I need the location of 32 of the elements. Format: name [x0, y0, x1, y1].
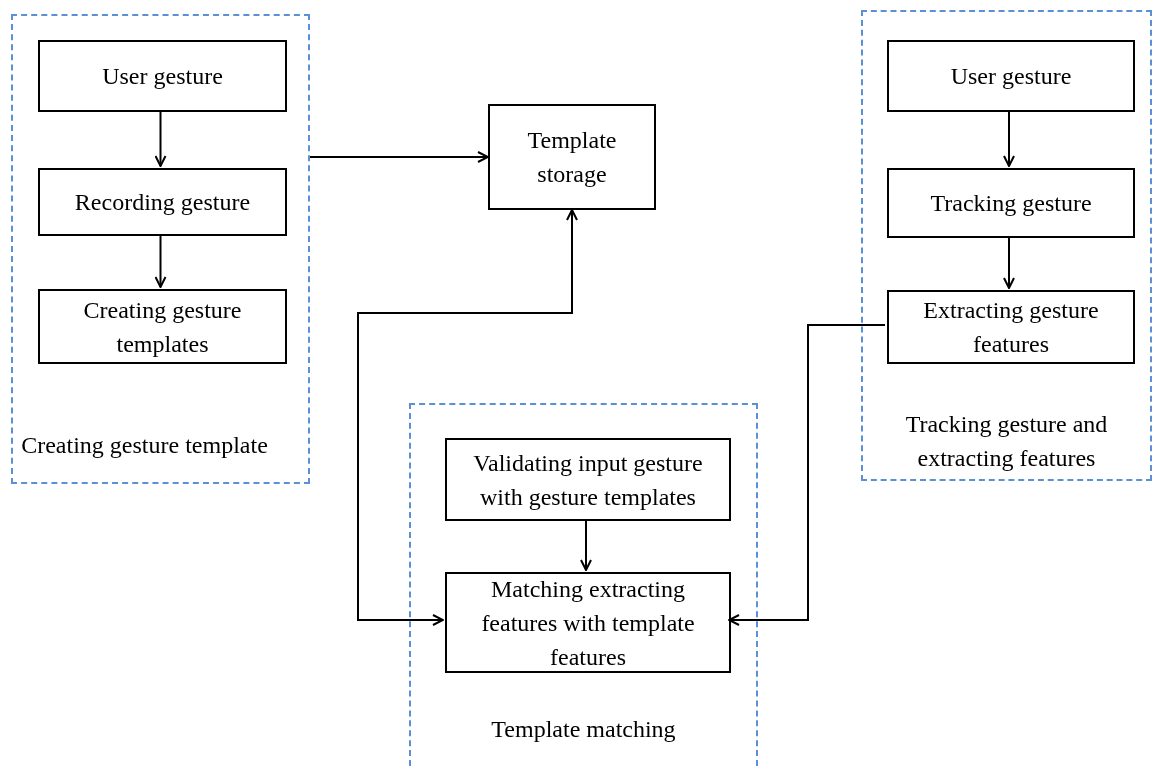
process-box — [887, 290, 1135, 364]
process-box — [488, 104, 656, 210]
arrow — [309, 151, 489, 163]
process-box — [887, 40, 1135, 112]
arrow — [154, 109, 167, 167]
group-frame — [409, 403, 758, 766]
group-frame — [861, 10, 1152, 481]
process-box — [445, 572, 731, 673]
arrow — [1003, 109, 1015, 167]
process-box — [38, 168, 287, 236]
box-label: Recording gesture — [74, 188, 251, 217]
group-frame — [11, 14, 310, 484]
box-label: Validating input gesture with gesture templates — [472, 448, 704, 512]
process-box — [445, 438, 731, 521]
group-label: Template matching — [491, 715, 676, 744]
arrow — [357, 209, 578, 626]
arrow — [728, 324, 886, 626]
arrow — [580, 518, 592, 571]
box-label: Extracting gesture features — [922, 296, 1100, 359]
box-label: Template storage — [526, 126, 618, 189]
process-box — [38, 40, 287, 112]
box-label: Creating gesture templates — [82, 295, 243, 359]
group-label: Tracking gesture and extracting features — [904, 410, 1109, 473]
box-label: Matching extracting features with template features — [480, 574, 696, 672]
box-label: User gesture — [102, 62, 223, 91]
process-box — [38, 289, 287, 364]
box-label: Tracking gesture — [930, 189, 1092, 218]
group-label: Creating gesture template — [21, 431, 268, 460]
process-box — [887, 168, 1135, 238]
box-label: User gesture — [950, 62, 1072, 91]
arrow — [1003, 235, 1015, 289]
arrow — [154, 233, 167, 288]
